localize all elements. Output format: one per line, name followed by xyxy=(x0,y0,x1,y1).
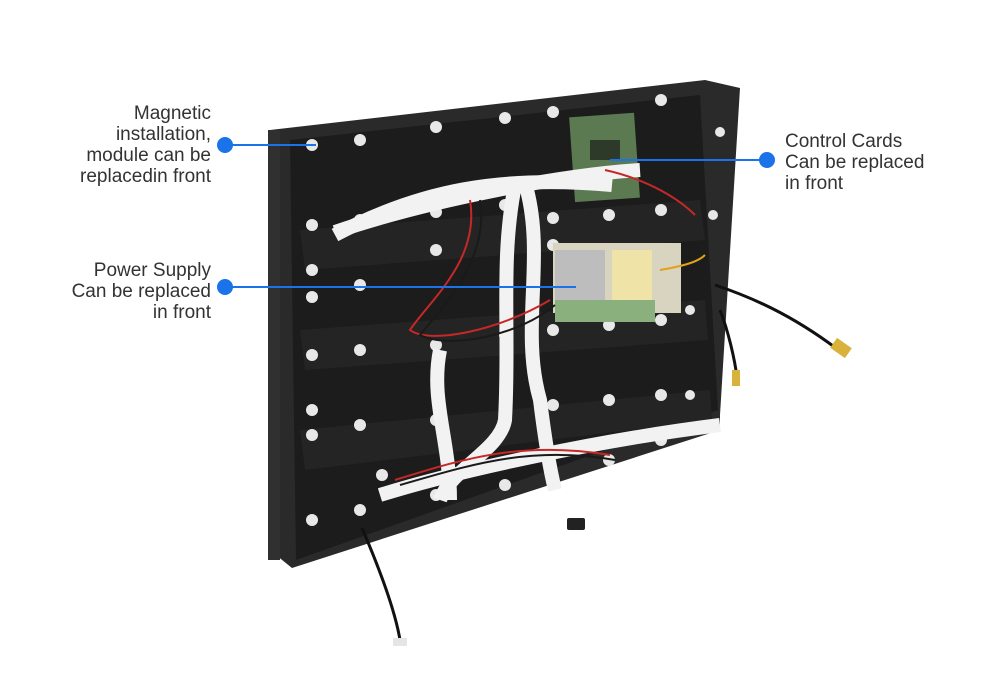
power-supply-label-line: Power Supply xyxy=(93,260,211,281)
magnetic-label-line: module can be xyxy=(86,145,211,166)
magnetic-label-line: installation, xyxy=(115,124,211,145)
magnetic-callout-dot xyxy=(217,137,233,153)
power-supply-label-line: in front xyxy=(152,302,211,323)
ferrite-core xyxy=(567,518,585,530)
magnetic-label-line: Magnetic xyxy=(133,103,211,124)
power-supply-callout-line xyxy=(226,286,576,288)
cable-connector xyxy=(830,337,852,359)
power-wires xyxy=(394,169,706,486)
power-supply-callout-dot xyxy=(217,279,233,295)
power-supply-label: Power Supply Can be replaced in front xyxy=(30,260,211,323)
power-supply-unit xyxy=(553,243,681,322)
magnetic-label: Magnetic installation, module can be rep… xyxy=(40,103,211,187)
control-cards-callout-line xyxy=(610,159,767,161)
control-cards-label: Control Cards Can be replaced in front xyxy=(785,131,985,194)
magnetic-callout-line xyxy=(226,144,316,146)
control-cards-label-line: in front xyxy=(785,173,844,194)
magnetic-label-line: replacedin front xyxy=(80,166,211,187)
ribbon-cables xyxy=(331,163,721,503)
side-bracket xyxy=(268,130,280,560)
control-card-chip xyxy=(590,140,620,160)
cable-connector xyxy=(393,638,407,646)
power-supply-label-line: Can be replaced xyxy=(71,281,211,302)
control-cards-label-line: Control Cards xyxy=(785,131,903,152)
control-cards-callout-dot xyxy=(759,152,775,168)
cable-connector xyxy=(732,370,740,386)
control-cards-label-line: Can be replaced xyxy=(785,152,925,173)
